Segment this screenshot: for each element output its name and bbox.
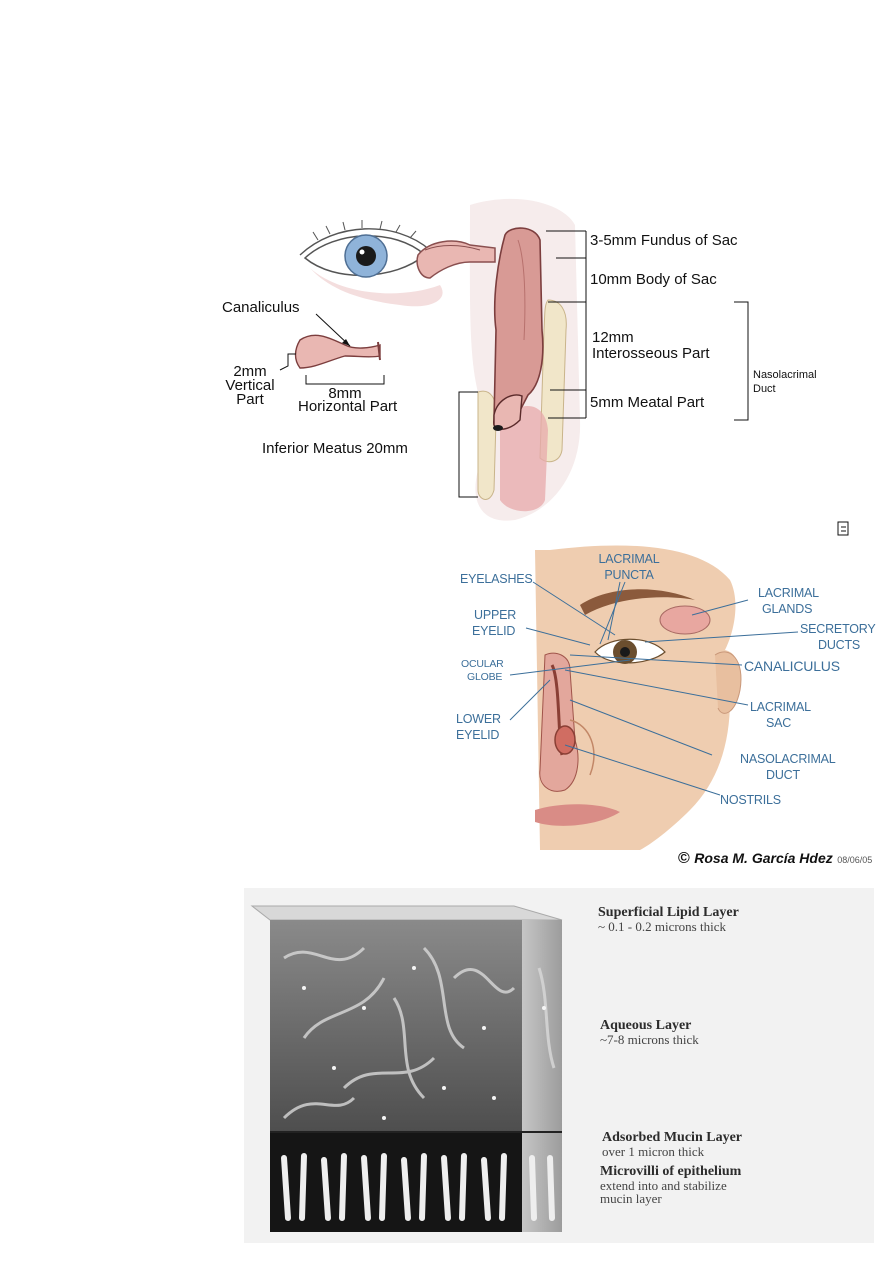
microvilli-detail-2: mucin layer [600,1191,662,1206]
lower-eyelid-label-2: EYELID [456,728,500,742]
vertical-part-label-1: 2mm [233,363,267,380]
tear-layer-aqueous: Aqueous Layer ~7-8 microns thick [600,1018,699,1046]
canaliculus-label: Canaliculus [222,299,300,316]
vertical-part-label-3: Part [236,391,264,408]
copyright-symbol: © [678,850,690,867]
credit-name: Rosa M. García Hdez [694,850,833,866]
ocular-globe-label-2: GLOBE [467,671,503,683]
aqueous-layer-detail: ~7-8 microns thick [600,1032,699,1047]
nostrils-label: NOSTRILS [720,793,781,807]
mucin-layer-detail: over 1 micron thick [602,1144,705,1159]
nasolacrimal-duct-label-1: NASOLACRIMAL [740,752,836,766]
upper-eyelid-label-2: EYELID [472,624,516,638]
aqueous-layer-title: Aqueous Layer [600,1018,692,1033]
horizontal-part-label-1: 8mm [328,385,362,402]
nasolacrimal-label-line1: Nasolacrimal [753,369,817,381]
tear-layer-mucin: Adsorbed Mucin Layer over 1 micron thick [602,1130,742,1158]
mucin-layer-title: Adsorbed Mucin Layer [602,1130,742,1145]
interosseous-part-label: Interosseous Part [592,345,710,362]
body-of-sac-label: 10mm Body of Sac [590,271,717,288]
secretory-ducts-label-1: SECRETORY [800,622,876,636]
microvilli-detail-1: extend into and stabilize [600,1178,727,1193]
ocular-globe-label-1: OCULAR [461,658,504,670]
nasolacrimal-duct-label-2: DUCT [766,768,800,782]
horizontal-part-label-2: Horizontal Part [298,398,398,415]
vertical-part-label-2: Vertical [225,377,275,394]
meatal-part-label: 5mm Meatal Part [590,394,705,411]
tear-layer-lipid: Superficial Lipid Layer ~ 0.1 - 0.2 micr… [598,905,739,933]
lacrimal-drainage-illustration [279,198,849,536]
eyelashes-label: EYELASHES [460,572,533,586]
lower-eyelid-label-1: LOWER [456,712,501,726]
interosseous-size-label: 12mm [592,329,634,346]
lacrimal-sac-label-1: LACRIMAL [750,700,811,714]
image-credit: © Rosa M. García Hdez 08/06/05 [678,850,872,868]
tear-layer-microvilli: Microvilli of epithelium extend into and… [600,1164,741,1205]
lipid-layer-detail: ~ 0.1 - 0.2 microns thick [598,919,726,934]
secretory-ducts-label-2: DUCTS [818,638,861,652]
canaliculus-face-label: CANALICULUS [744,658,840,674]
lacrimal-puncta-label-2: PUNCTA [604,568,654,582]
fundus-of-sac-label: 3-5mm Fundus of Sac [590,232,738,249]
lacrimal-glands-label-1: LACRIMAL [758,586,819,600]
lacrimal-apparatus-illustration [509,545,799,850]
lacrimal-puncta-label-1: LACRIMAL [598,552,660,566]
lacrimal-sac-label-2: SAC [766,716,792,730]
lipid-layer-title: Superficial Lipid Layer [598,905,739,920]
lacrimal-glands-label-2: GLANDS [762,602,813,616]
microvilli-title: Microvilli of epithelium [600,1164,742,1179]
inferior-meatus-label: Inferior Meatus 20mm [262,440,408,457]
nasolacrimal-label-line2: Duct [753,383,776,395]
credit-date: 08/06/05 [837,855,873,865]
tear-film-illustration [244,888,874,1243]
upper-eyelid-label-1: UPPER [474,608,517,622]
